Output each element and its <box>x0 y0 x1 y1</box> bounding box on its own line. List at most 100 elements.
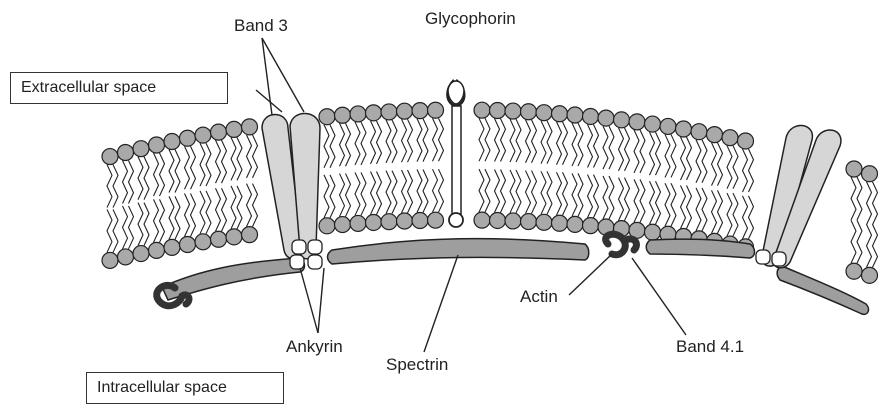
lipid-tail <box>867 224 878 267</box>
lipid-tail <box>402 170 413 213</box>
lipid-tail <box>185 146 196 189</box>
lipid-tail <box>386 120 397 163</box>
lipid-tail <box>743 196 754 239</box>
lipid-tail <box>510 119 521 162</box>
lipid-tail <box>588 124 599 167</box>
lipid-tail <box>107 209 118 252</box>
lipid-head <box>335 217 351 233</box>
lipid-head <box>195 127 211 143</box>
lipid-tail <box>247 135 258 178</box>
lipid-head <box>862 166 878 182</box>
lipid-tail <box>867 182 878 225</box>
lipid-head <box>195 234 211 250</box>
lipid-head <box>319 109 335 125</box>
lipid-tail <box>324 125 335 168</box>
lipid-tail <box>526 120 537 163</box>
lipid-head <box>180 130 196 146</box>
lipid-tail <box>433 118 444 161</box>
lipid-tail <box>727 146 738 189</box>
lipid-tail <box>185 194 196 237</box>
lipid-head <box>722 130 738 146</box>
lipid-head <box>474 102 490 118</box>
lipid-tail <box>619 128 630 171</box>
lipid-tail <box>433 169 444 212</box>
lipid-tail <box>665 183 676 226</box>
band3-protein-left <box>262 113 320 259</box>
lipid-head <box>660 118 676 134</box>
lipid-tail <box>169 196 180 239</box>
spectrin-filament-right-upper <box>646 239 754 258</box>
lipid-head <box>319 218 335 234</box>
lipid-head <box>242 119 258 135</box>
lipid-tail <box>355 122 366 165</box>
lipid-head <box>536 105 552 121</box>
lipid-tail <box>138 157 149 200</box>
lipid-head <box>381 214 397 230</box>
lipid-head <box>366 214 382 230</box>
lipid-tail <box>665 134 676 177</box>
lipid-tail <box>712 190 723 233</box>
lipid-head <box>583 218 599 234</box>
lipid-head <box>335 107 351 123</box>
label-spectrin: Spectrin <box>386 355 448 374</box>
lipid-tail <box>634 130 645 173</box>
extracellular-space-label: Extracellular space <box>10 72 228 104</box>
lipid-head <box>149 137 165 153</box>
lipid-head <box>149 242 165 258</box>
lipid-tail <box>417 119 428 162</box>
pointer-lines <box>256 38 686 352</box>
lipid-head <box>645 116 661 132</box>
lipid-head <box>397 213 413 229</box>
lipid-head <box>164 239 180 255</box>
lipid-tail <box>123 161 134 204</box>
lipid-tail <box>402 119 413 162</box>
lipid-head <box>133 246 149 262</box>
lipid-head <box>412 103 428 119</box>
lipid-head <box>614 112 630 128</box>
lipid-head <box>567 216 583 232</box>
lipid-head <box>521 104 537 120</box>
lipid-tail <box>681 185 692 228</box>
lipid-tail <box>479 169 490 212</box>
lipid-head <box>645 224 661 240</box>
intracellular-space-label: Intracellular space <box>86 372 284 404</box>
lipid-tail <box>200 191 211 234</box>
lipid-tail <box>572 123 583 166</box>
lipid-tail <box>851 177 862 220</box>
lipid-tail <box>634 179 645 222</box>
lipid-tail <box>712 143 723 186</box>
lipid-tail <box>216 140 227 183</box>
lipid-tail <box>650 132 661 175</box>
lipid-tail <box>216 188 227 231</box>
lipid-head <box>118 249 134 265</box>
label-ankyrin: Ankyrin <box>286 337 343 356</box>
lipid-tail <box>650 181 661 224</box>
lipid-head <box>707 127 723 143</box>
lipid-head <box>598 110 614 126</box>
lipid-tail <box>340 123 351 166</box>
lipid-head <box>691 124 707 140</box>
label-band3: Band 3 <box>234 16 288 35</box>
lipid-head <box>862 267 878 283</box>
lipid-head <box>242 227 258 243</box>
lipid-head <box>505 213 521 229</box>
lipid-head <box>428 212 444 228</box>
lipid-tail <box>154 153 165 196</box>
lipid-tail <box>588 175 599 218</box>
lipid-head <box>738 133 754 149</box>
lipid-head <box>552 215 568 231</box>
lipid-head <box>552 106 568 122</box>
band3-protein-right <box>762 125 841 267</box>
lipid-head <box>350 106 366 122</box>
lipid-tail <box>696 188 707 231</box>
lipid-head <box>846 263 862 279</box>
lipid-tail <box>851 220 862 263</box>
lipid-head <box>490 212 506 228</box>
lipid-tail <box>541 121 552 164</box>
lipid-tail <box>386 171 397 214</box>
lipid-tail <box>355 172 366 215</box>
lipid-tail <box>417 170 428 213</box>
lipid-tail <box>324 175 335 218</box>
lipid-tail <box>371 171 382 214</box>
